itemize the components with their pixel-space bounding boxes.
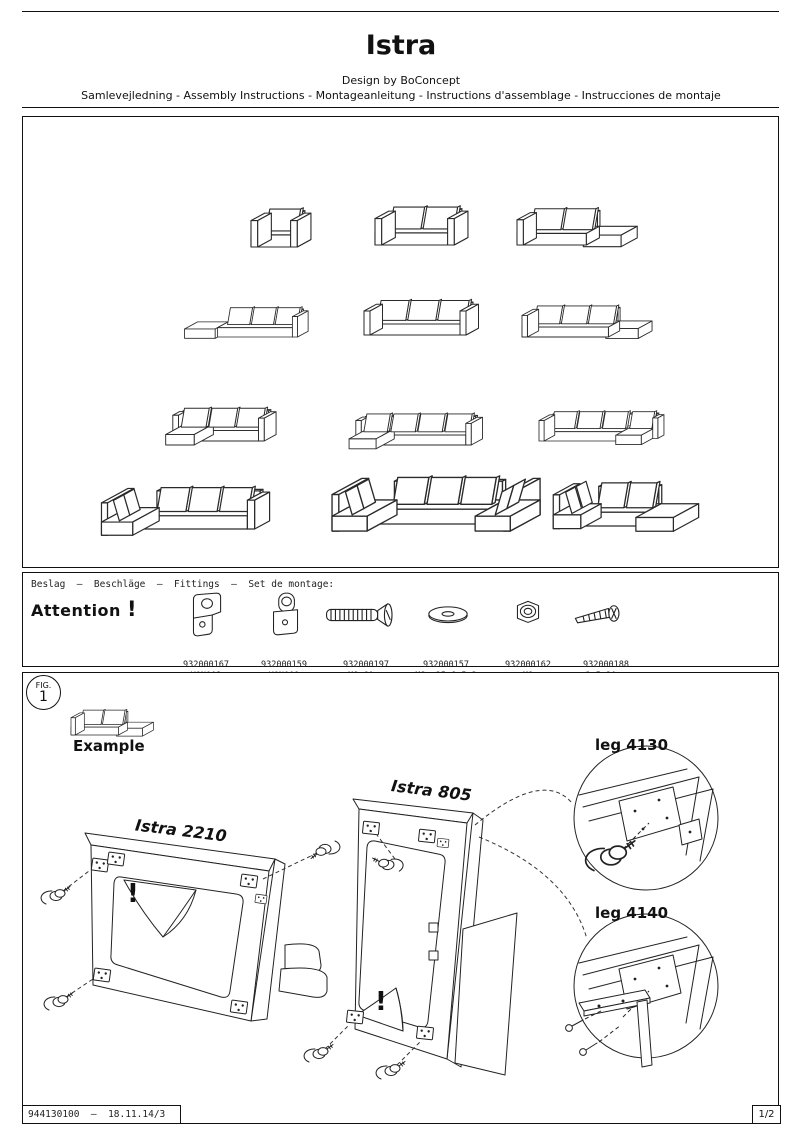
variant-3-seat-open-end-left-icon [184, 306, 309, 339]
fittings-box: Beslag – Beschläge – Fittings – Set de m… [22, 572, 779, 681]
example-label: Example [73, 737, 145, 755]
fig-number: 1 [39, 688, 48, 705]
variant-3-seat-open-end-right-icon [521, 304, 653, 339]
fig-number-badge: FIG. 1 [26, 675, 61, 710]
variant-chaise-left-3-seat-icon [348, 412, 483, 450]
variant-corner-sofa-icon [100, 485, 271, 536]
fig1-drawing [40, 708, 719, 1080]
leg-top-label: leg 4130 [595, 736, 669, 754]
variant-2-seat-open-end-right-icon [516, 206, 638, 248]
fittings-legend: Beslag – Beschläge – Fittings – Set de m… [31, 579, 335, 590]
bracket-large-icon [192, 592, 222, 637]
header-rule [22, 107, 779, 108]
variant-chaise-left-2-seat-icon [165, 406, 277, 446]
attention-exclamation: ! [127, 597, 138, 621]
fig-label: FIG. [35, 680, 52, 690]
design-by-line: Design by BoConcept [341, 74, 461, 87]
page-indicator: 1/2 [752, 1105, 781, 1124]
screw-icon [574, 605, 620, 624]
variant-u-shape-sofa-icon [331, 475, 541, 532]
attention-label: Attention ! [31, 597, 138, 621]
bolt-icon [326, 603, 393, 627]
top-rule [22, 11, 779, 12]
languages-line: Samlevejledning - Assembly Instructions … [81, 89, 721, 102]
variant-armchair-icon [250, 207, 312, 248]
variants-box [22, 116, 779, 568]
document-reference: 944130100 – 18.11.14/3 [22, 1105, 181, 1124]
variant-corner-chaise-sofa-icon [552, 480, 700, 532]
page-title: Istra [365, 30, 437, 61]
frame-left-warning-mark: ! [127, 879, 139, 909]
leg-bottom-label: leg 4140 [595, 904, 669, 922]
washer-icon [428, 606, 468, 624]
variant-3-seat-chaise-right-icon [538, 410, 665, 445]
nut-icon [516, 600, 540, 623]
fig1-box: FIG. 1 Example Istra 2210 Istra 805 leg … [22, 672, 779, 1124]
frame-right-warning-mark: ! [375, 987, 387, 1017]
variant-3-seat-sofa-icon [363, 298, 479, 336]
bracket-small-icon [273, 592, 299, 636]
variant-2-seat-sofa-icon [374, 205, 469, 246]
